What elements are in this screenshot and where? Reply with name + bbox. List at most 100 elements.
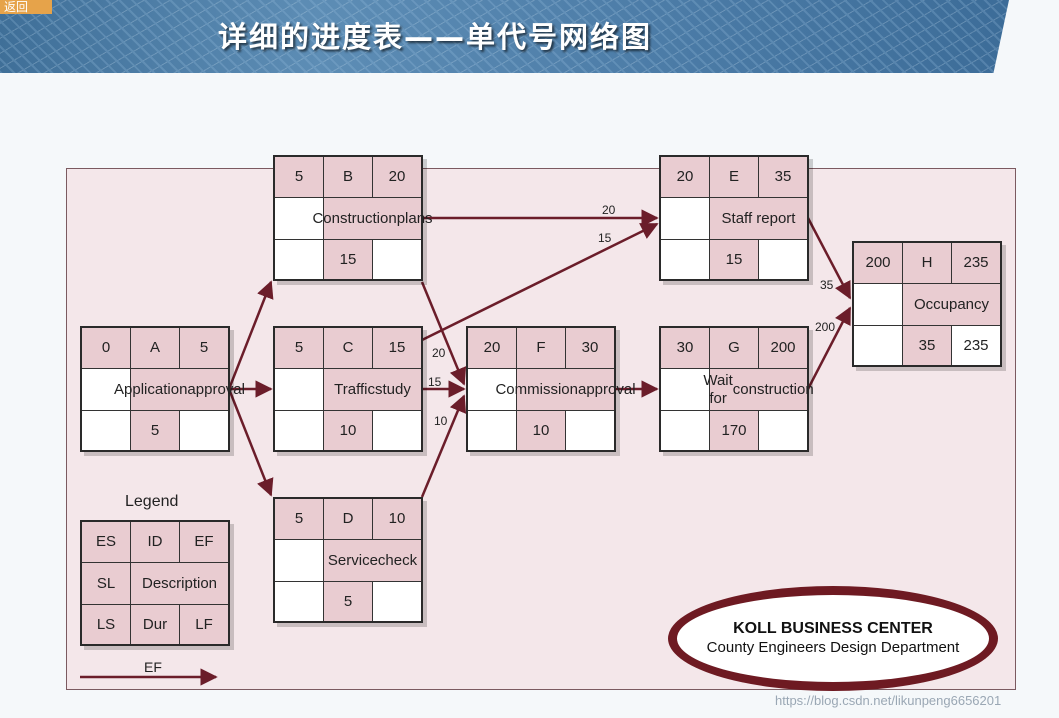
stamp-inner bbox=[677, 595, 989, 682]
description-line: Application bbox=[114, 380, 188, 398]
back-tag[interactable]: 返回 bbox=[0, 0, 52, 14]
node-duration: 170 bbox=[710, 411, 759, 450]
node-duration: 5 bbox=[324, 582, 373, 621]
node-es: 5 bbox=[275, 328, 324, 369]
node-slack bbox=[661, 198, 710, 240]
node-es: 0 bbox=[82, 328, 131, 369]
banner-map-texture bbox=[0, 0, 1059, 73]
node-es: 200 bbox=[854, 243, 903, 284]
node-es: 20 bbox=[468, 328, 517, 369]
node-lf: 235 bbox=[952, 326, 1000, 365]
legend-lf: LF bbox=[180, 605, 228, 644]
node-id: B bbox=[324, 157, 373, 198]
description-line: approval bbox=[577, 380, 636, 398]
node-ls bbox=[854, 326, 903, 365]
source-watermark: https://blog.csdn.net/likunpeng6656201 bbox=[775, 693, 1002, 708]
node-slack bbox=[854, 284, 903, 326]
node-ls bbox=[275, 411, 324, 450]
header-banner: 返回 详细的进度表——单代号网络图 bbox=[0, 0, 1059, 73]
node-lf bbox=[373, 240, 421, 279]
stamp-company-name: KOLL BUSINESS CENTER bbox=[733, 620, 933, 637]
node-ef: 5 bbox=[180, 328, 228, 369]
description-line: Service bbox=[327, 551, 378, 569]
node-duration: 15 bbox=[324, 240, 373, 279]
legend-node: ES ID EF SL Description LS Dur LF bbox=[80, 520, 230, 646]
legend-description: Description bbox=[131, 563, 228, 605]
node-id: H bbox=[903, 243, 952, 284]
stamp-department: County Engineers Design Department bbox=[706, 639, 960, 656]
node-ls bbox=[275, 582, 324, 621]
node-id: D bbox=[324, 499, 373, 540]
node-ef: 235 bbox=[952, 243, 1000, 284]
node-es: 5 bbox=[275, 157, 324, 198]
node-es: 5 bbox=[275, 499, 324, 540]
description-line: Commission bbox=[495, 380, 578, 398]
description-line: check bbox=[377, 551, 418, 569]
node-id: A bbox=[131, 328, 180, 369]
node-duration: 15 bbox=[710, 240, 759, 279]
description-line: plans bbox=[396, 209, 433, 227]
description-line: Occupancy bbox=[913, 295, 990, 313]
node-lf bbox=[759, 240, 807, 279]
node-slack bbox=[82, 369, 131, 411]
node-lf bbox=[759, 411, 807, 450]
node-ls bbox=[468, 411, 517, 450]
node-ef: 20 bbox=[373, 157, 421, 198]
legend-title: Legend bbox=[125, 493, 179, 510]
node-ls bbox=[82, 411, 131, 450]
node-description: Staff report bbox=[710, 198, 807, 240]
node-duration: 10 bbox=[517, 411, 566, 450]
node-id: E bbox=[710, 157, 759, 198]
node-ef: 15 bbox=[373, 328, 421, 369]
description-line: Staff report bbox=[721, 209, 796, 227]
node-id: F bbox=[517, 328, 566, 369]
legend-dur: Dur bbox=[131, 605, 180, 644]
node-lf bbox=[566, 411, 614, 450]
node-ef: 35 bbox=[759, 157, 807, 198]
company-stamp: KOLL BUSINESS CENTER County Engineers De… bbox=[668, 586, 998, 691]
legend-ef: EF bbox=[180, 522, 228, 563]
node-slack bbox=[275, 369, 324, 411]
legend-sl: SL bbox=[82, 563, 131, 605]
node-ef: 200 bbox=[759, 328, 807, 369]
legend-arrow-label: EF bbox=[144, 659, 162, 675]
node-es: 20 bbox=[661, 157, 710, 198]
node-duration: 35 bbox=[903, 326, 952, 365]
description-line: Construction bbox=[312, 209, 397, 227]
node-slack bbox=[275, 198, 324, 240]
legend-es: ES bbox=[82, 522, 131, 563]
description-line: Traffic bbox=[334, 380, 375, 398]
node-description: Occupancy bbox=[903, 284, 1000, 326]
node-ls bbox=[661, 411, 710, 450]
description-line: approval bbox=[187, 380, 245, 398]
description-line: study bbox=[374, 380, 411, 398]
node-ef: 30 bbox=[566, 328, 614, 369]
page-title: 详细的进度表——单代号网络图 bbox=[218, 20, 653, 54]
node-lf bbox=[180, 411, 228, 450]
legend-id: ID bbox=[131, 522, 180, 563]
description-line: Wait for bbox=[703, 371, 733, 407]
node-id: C bbox=[324, 328, 373, 369]
node-slack bbox=[468, 369, 517, 411]
legend-ls: LS bbox=[82, 605, 131, 644]
node-es: 30 bbox=[661, 328, 710, 369]
node-slack bbox=[661, 369, 710, 411]
node-ls bbox=[661, 240, 710, 279]
node-lf bbox=[373, 411, 421, 450]
node-duration: 10 bbox=[324, 411, 373, 450]
description-line: construction bbox=[732, 380, 814, 398]
